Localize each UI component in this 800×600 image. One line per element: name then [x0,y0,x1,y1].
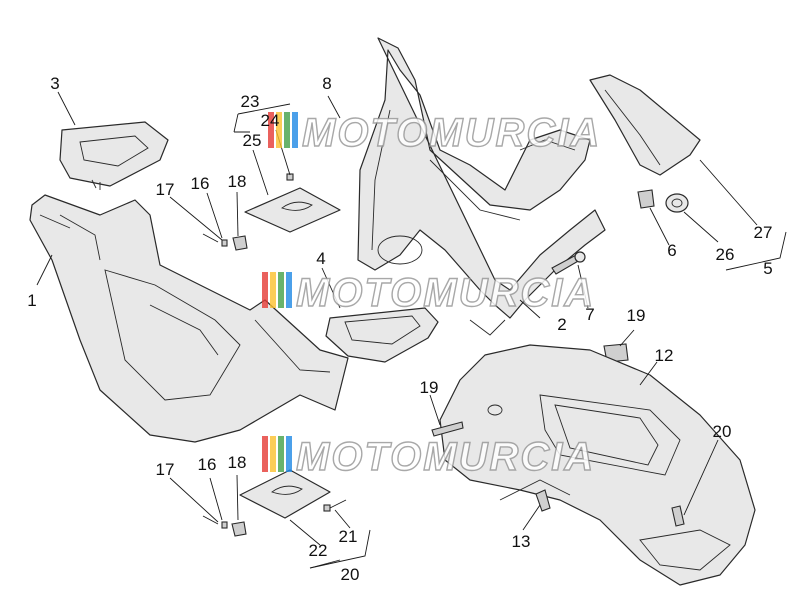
watermark-3: MOTOMURCIA [262,434,595,480]
part-1-front-panel [29,194,349,443]
part-16-clips [231,235,248,537]
callout-22: 22 [309,541,328,560]
callout-2: 2 [557,315,566,334]
callout-26: 26 [716,245,735,264]
part-25-cover-plate [244,187,341,233]
svg-text:MOTOMURCIA: MOTOMURCIA [296,435,595,479]
watermark-2: MOTOMURCIA [262,270,595,316]
part-14-15-screws [202,233,228,529]
callout-14-lower: 16 [198,455,217,474]
callout-15-lower: 17 [156,460,175,479]
callout-15: 17 [156,180,175,199]
svg-text:MOTOMURCIA: MOTOMURCIA [296,271,595,315]
part-8-2-center-frame [357,37,606,336]
callout-5: 5 [763,259,772,278]
part-4-tray [325,307,439,363]
callout-4: 4 [316,249,325,268]
part-18-screw [671,505,685,527]
part-7-screw [551,251,586,275]
callout-17: 19 [627,306,646,325]
watermark-1: MOTOMURCIA [268,110,601,156]
callout-27: 27 [754,223,773,242]
callout-1: 1 [27,291,36,310]
callout-13: 13 [512,532,531,551]
part-22-cover-plate [239,469,331,519]
callout-16-lower: 18 [228,453,247,472]
callout-19: 19 [420,378,439,397]
callout-23: 23 [241,92,260,111]
part-3-tray [59,121,169,190]
callout-25: 25 [243,131,262,150]
part-6-clip [637,189,655,209]
callout-labels: 3 1 17 16 18 23 24 25 8 4 2 7 6 26 27 5 … [27,74,772,584]
svg-text:MOTOMURCIA: MOTOMURCIA [302,111,601,155]
leader-lines [36,91,787,569]
callout-8: 8 [322,74,331,93]
callout-18: 20 [713,422,732,441]
part-27-side-panel [589,74,701,176]
callout-24: 24 [261,111,280,130]
part-19-screw [431,421,464,437]
callout-12: 12 [655,346,674,365]
callout-16: 18 [228,172,247,191]
callout-20: 20 [341,565,360,584]
callout-6: 6 [667,241,676,260]
callout-21: 21 [339,527,358,546]
callout-7: 7 [585,305,594,324]
callout-14: 16 [191,174,210,193]
callout-3: 3 [50,74,59,93]
part-26-grommet [665,193,689,213]
